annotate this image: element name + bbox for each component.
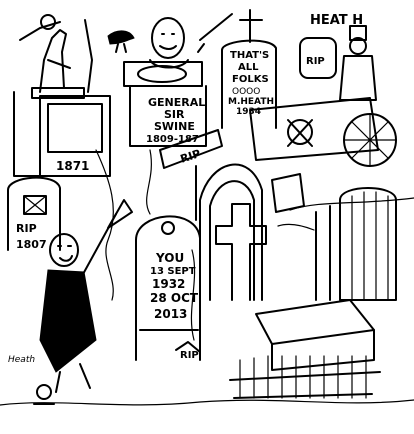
stone-cross <box>215 203 267 301</box>
hearse-with-skull <box>249 97 397 167</box>
general-line-3: SWINE <box>154 120 195 133</box>
ground-skull <box>33 384 55 405</box>
right-pillar <box>271 173 315 231</box>
iron-gate <box>315 187 397 301</box>
center-line-2: 1932 <box>152 277 185 291</box>
center-line-3: 28 OCT <box>150 291 199 305</box>
tomb-left-year: 1807 <box>16 238 47 251</box>
undertaker-figure <box>39 199 133 393</box>
folks-line-3: FOLKS <box>232 74 269 85</box>
folks-line-4: OOOO <box>232 87 260 97</box>
general-line-2: SIR <box>164 108 185 121</box>
heath-rip-sign: HEAT H RIP <box>299 13 377 101</box>
general-sir-swine-monument: GENERAL SIR SWINE 1809-187 <box>123 61 207 147</box>
center-rip-text: RIP <box>180 350 199 361</box>
central-you-tombstone: YOU 13 SEPT 1932 28 OCT 2013 RIP <box>135 215 201 361</box>
statue-with-violin <box>19 14 93 99</box>
monument-1871: 1871 <box>13 91 111 177</box>
rip-signpost: RIP <box>159 129 223 221</box>
vine-1 <box>95 149 114 301</box>
sarcophagus-with-railing <box>229 299 381 399</box>
center-you-text: YOU <box>155 251 184 265</box>
rip-signpost-text: RIP <box>179 147 203 166</box>
center-line-1: 13 SEPT <box>150 266 196 277</box>
general-line-4: 1809-187 <box>146 134 199 145</box>
rip-top-right-text: RIP <box>306 56 325 67</box>
folks-line-2: ALL <box>238 62 259 73</box>
folks-line-1: THAT'S <box>230 50 269 61</box>
crow-and-bust <box>107 13 233 69</box>
folks-line-6: 1934 <box>236 107 261 117</box>
gothic-arch-tomb <box>199 163 263 301</box>
thats-all-folks-tombstone: THAT'S ALL FOLKS OOOO M.HEATH 1934 <box>221 9 277 129</box>
center-line-4: 2013 <box>154 307 187 321</box>
small-bird <box>175 341 201 353</box>
artist-signature: Heath <box>8 355 35 365</box>
year-1871-text: 1871 <box>56 159 89 173</box>
vine-2 <box>146 149 152 215</box>
tombstone-rip-1807: RIP 1807 <box>7 176 61 251</box>
heath-text: HEAT H <box>310 13 363 28</box>
tomb-left-rip: RIP <box>16 222 37 235</box>
vine-3 <box>190 249 196 341</box>
general-line-1: GENERAL <box>148 96 205 109</box>
ground-line <box>0 399 414 406</box>
folks-line-5: M.HEATH <box>228 97 274 107</box>
